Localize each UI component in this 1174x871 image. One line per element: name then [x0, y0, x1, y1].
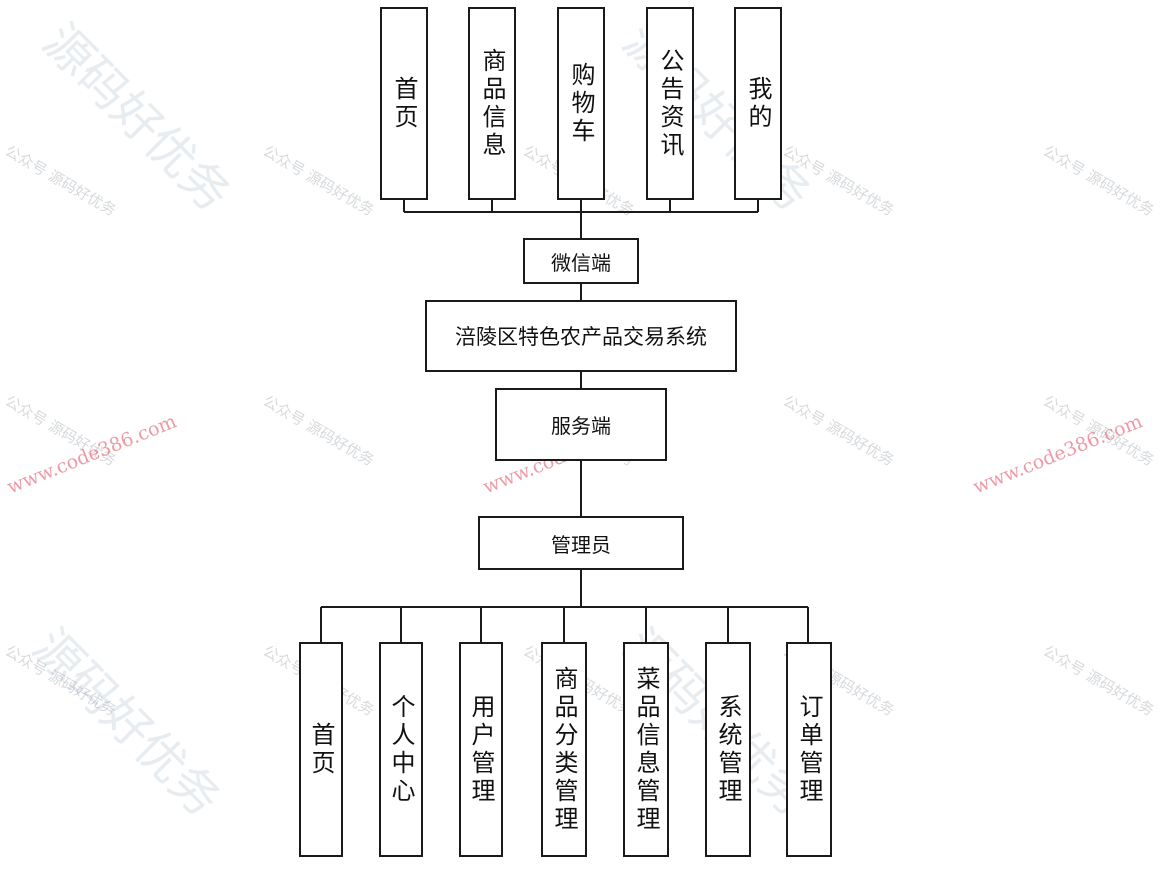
admin-module-profile: 个人中心: [379, 642, 423, 857]
module-label: 订单管理: [795, 693, 823, 806]
client-module-home: 首页: [380, 7, 428, 200]
admin-module-home: 首页: [299, 642, 343, 857]
client-module-products: 商品信息: [468, 7, 516, 200]
system-node: 涪陵区特色农产品交易系统: [425, 300, 737, 372]
module-label: 用户管理: [467, 693, 495, 806]
server-node: 服务端: [495, 388, 667, 461]
admin-node: 管理员: [478, 516, 684, 570]
module-label: 商品分类管理: [550, 665, 578, 834]
admin-module-system: 系统管理: [705, 642, 751, 857]
client-module-mine: 我的: [734, 7, 782, 200]
module-label: 首页: [307, 721, 335, 778]
server-label: 服务端: [551, 414, 611, 438]
module-label: 菜品信息管理: [632, 665, 660, 834]
client-node: 微信端: [523, 238, 639, 284]
module-label: 商品信息: [478, 47, 506, 160]
module-label: 首页: [390, 75, 418, 132]
module-label: 购物车: [567, 61, 595, 146]
admin-label: 管理员: [551, 532, 611, 557]
client-label: 微信端: [551, 250, 611, 275]
admin-module-users: 用户管理: [459, 642, 503, 857]
admin-module-orders: 订单管理: [786, 642, 832, 857]
admin-module-dishes: 菜品信息管理: [623, 642, 669, 857]
system-title: 涪陵区特色农产品交易系统: [455, 325, 707, 349]
client-module-news: 公告资讯: [646, 7, 694, 200]
module-label: 我的: [744, 75, 772, 132]
module-label: 系统管理: [714, 693, 742, 806]
module-label: 公告资讯: [656, 47, 684, 160]
admin-module-categories: 商品分类管理: [541, 642, 587, 857]
module-label: 个人中心: [387, 693, 415, 806]
client-module-cart: 购物车: [557, 7, 605, 200]
